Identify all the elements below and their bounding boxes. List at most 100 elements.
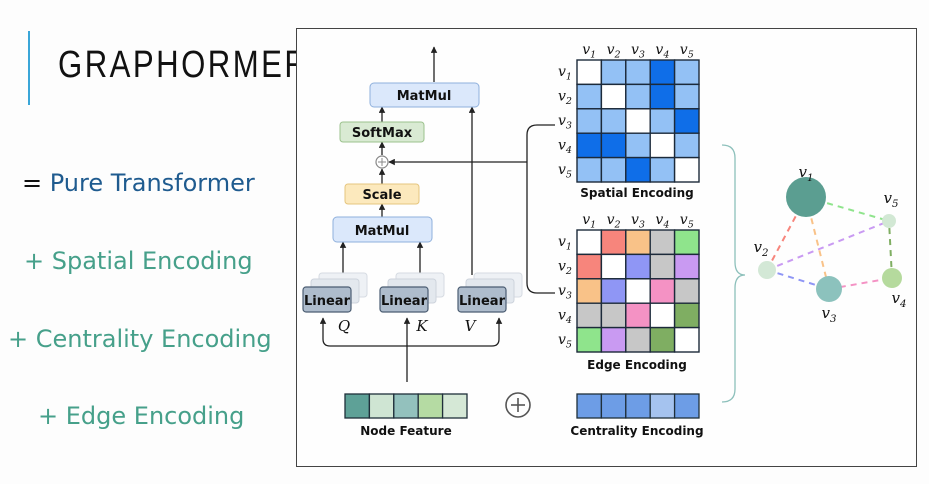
bullet-pure-transformer: = Pure Transformer: [22, 169, 255, 197]
node-label-v1: v1: [582, 212, 596, 231]
block-label: Linear: [381, 294, 428, 309]
node-label-v2: v2: [558, 259, 572, 278]
add-operator-icon: [375, 155, 389, 169]
node-label-v4: v4: [655, 212, 669, 231]
bullet-text: Edge Encoding: [65, 402, 245, 430]
bar-cell-2: [368, 393, 395, 419]
bar-cell-1: [344, 393, 371, 419]
cell-r4-c4: [649, 302, 676, 329]
cell-r3-c4: [649, 108, 676, 134]
spatial-encoding-label: Spatial Encoding: [580, 186, 694, 200]
graph-node-v3: [816, 276, 842, 302]
bullet-prefix: +: [8, 325, 29, 353]
cell-r4-c1: [576, 302, 603, 329]
bar-cell-2: [600, 393, 627, 419]
cell-r4-c5: [673, 132, 700, 159]
arrow-input-q: [319, 317, 407, 347]
node-label-v4: v4: [558, 307, 572, 326]
cell-r2-c5: [673, 83, 700, 110]
cell-r1-c5: [673, 229, 700, 256]
bar-cell-3: [625, 393, 651, 419]
node-label-v5: v5: [680, 212, 694, 231]
edge-encoding-matrix: v1 v1 v2 v2 v3 v3 v4 v4 v5 v5: [558, 212, 700, 353]
node-label-v3: v3: [558, 113, 572, 132]
bullet-text: Pure Transformer: [49, 169, 255, 197]
cell-r5-c5: [673, 326, 700, 353]
bar-cell-4: [649, 393, 676, 419]
bullet-text: Centrality Encoding: [35, 325, 272, 353]
linear-v-block: Linear: [457, 272, 523, 313]
node-label-v4: v4: [655, 42, 669, 61]
graph-node-v2: [758, 261, 776, 279]
centrality-encoding-bar: [576, 393, 700, 419]
cell-r1-c2: [600, 229, 627, 256]
graph-node-v5: [882, 214, 896, 228]
bar-cell-5: [673, 393, 700, 419]
cell-r4-c3: [625, 302, 651, 329]
cell-r3-c3: [625, 108, 651, 134]
plus-icon: [505, 392, 531, 418]
cell-r2-c4: [649, 253, 676, 280]
input-label-v: V: [465, 317, 478, 335]
cell-r2-c2: [600, 253, 627, 280]
arrow-input-v: [407, 317, 503, 347]
node-label-v5: v5: [558, 332, 572, 351]
node-label-v5: v5: [884, 189, 899, 210]
node-label-v3: v3: [822, 304, 837, 325]
connector-lines: [319, 46, 555, 382]
block-scale: Scale: [344, 183, 420, 205]
cell-r1-c3: [625, 59, 651, 86]
cell-r2-c1: [576, 83, 603, 110]
node-label-v3: v3: [558, 283, 572, 302]
node-label-v1: v1: [558, 234, 572, 253]
bar-cell-5: [441, 393, 468, 419]
cell-r3-c4: [649, 278, 676, 304]
cell-r5-c3: [625, 326, 651, 353]
cell-r2-c1: [576, 253, 603, 280]
block-label: Linear: [459, 294, 506, 309]
block-matmul-bottom: MatMul: [332, 216, 433, 243]
cell-r4-c3: [625, 132, 651, 159]
cell-r4-c5: [673, 302, 700, 329]
cell-r5-c1: [576, 156, 603, 183]
cell-r3-c3: [625, 278, 651, 304]
bullet-edge-encoding: + Edge Encoding: [38, 402, 244, 430]
cell-r5-c3: [625, 156, 651, 183]
node-label-v4: v4: [558, 137, 572, 156]
cell-r2-c2: [600, 83, 627, 110]
cell-r5-c2: [600, 326, 627, 353]
cell-r1-c1: [576, 229, 603, 256]
cell-r5-c5: [673, 156, 700, 183]
cell-r4-c2: [600, 132, 627, 159]
slide-title: GRAPHORMER: [58, 44, 310, 86]
cell-r3-c1: [576, 278, 603, 304]
edge-v4-v5: [888, 220, 893, 279]
bullet-prefix: +: [38, 402, 59, 430]
bullet-prefix: +: [24, 247, 45, 275]
cell-r1-c5: [673, 59, 700, 86]
cell-r5-c4: [649, 156, 676, 183]
bar-cell-4: [417, 393, 444, 419]
bar-cell-3: [393, 393, 419, 419]
bullet-spatial-encoding: + Spatial Encoding: [24, 247, 253, 275]
graph-node-v1: [786, 177, 826, 217]
node-label-v4: v4: [892, 289, 907, 310]
node-label-v1: v1: [582, 42, 596, 61]
node-feature-bar: [344, 393, 468, 419]
block-matmul-top: MatMul: [369, 82, 480, 108]
node-label-v3: v3: [631, 212, 645, 231]
block-label: MatMul: [355, 224, 410, 239]
cell-r2-c3: [625, 83, 651, 110]
edge-v2-v5: [766, 220, 890, 271]
node-feature-label: Node Feature: [360, 424, 451, 438]
node-label-v5: v5: [558, 162, 572, 181]
node-label-v2: v2: [607, 212, 621, 231]
cell-r4-c4: [649, 132, 676, 159]
cell-r5-c2: [600, 156, 627, 183]
bullet-centrality-encoding: + Centrality Encoding: [8, 325, 272, 353]
node-label-v1: v1: [799, 163, 814, 184]
cell-r2-c4: [649, 83, 676, 110]
